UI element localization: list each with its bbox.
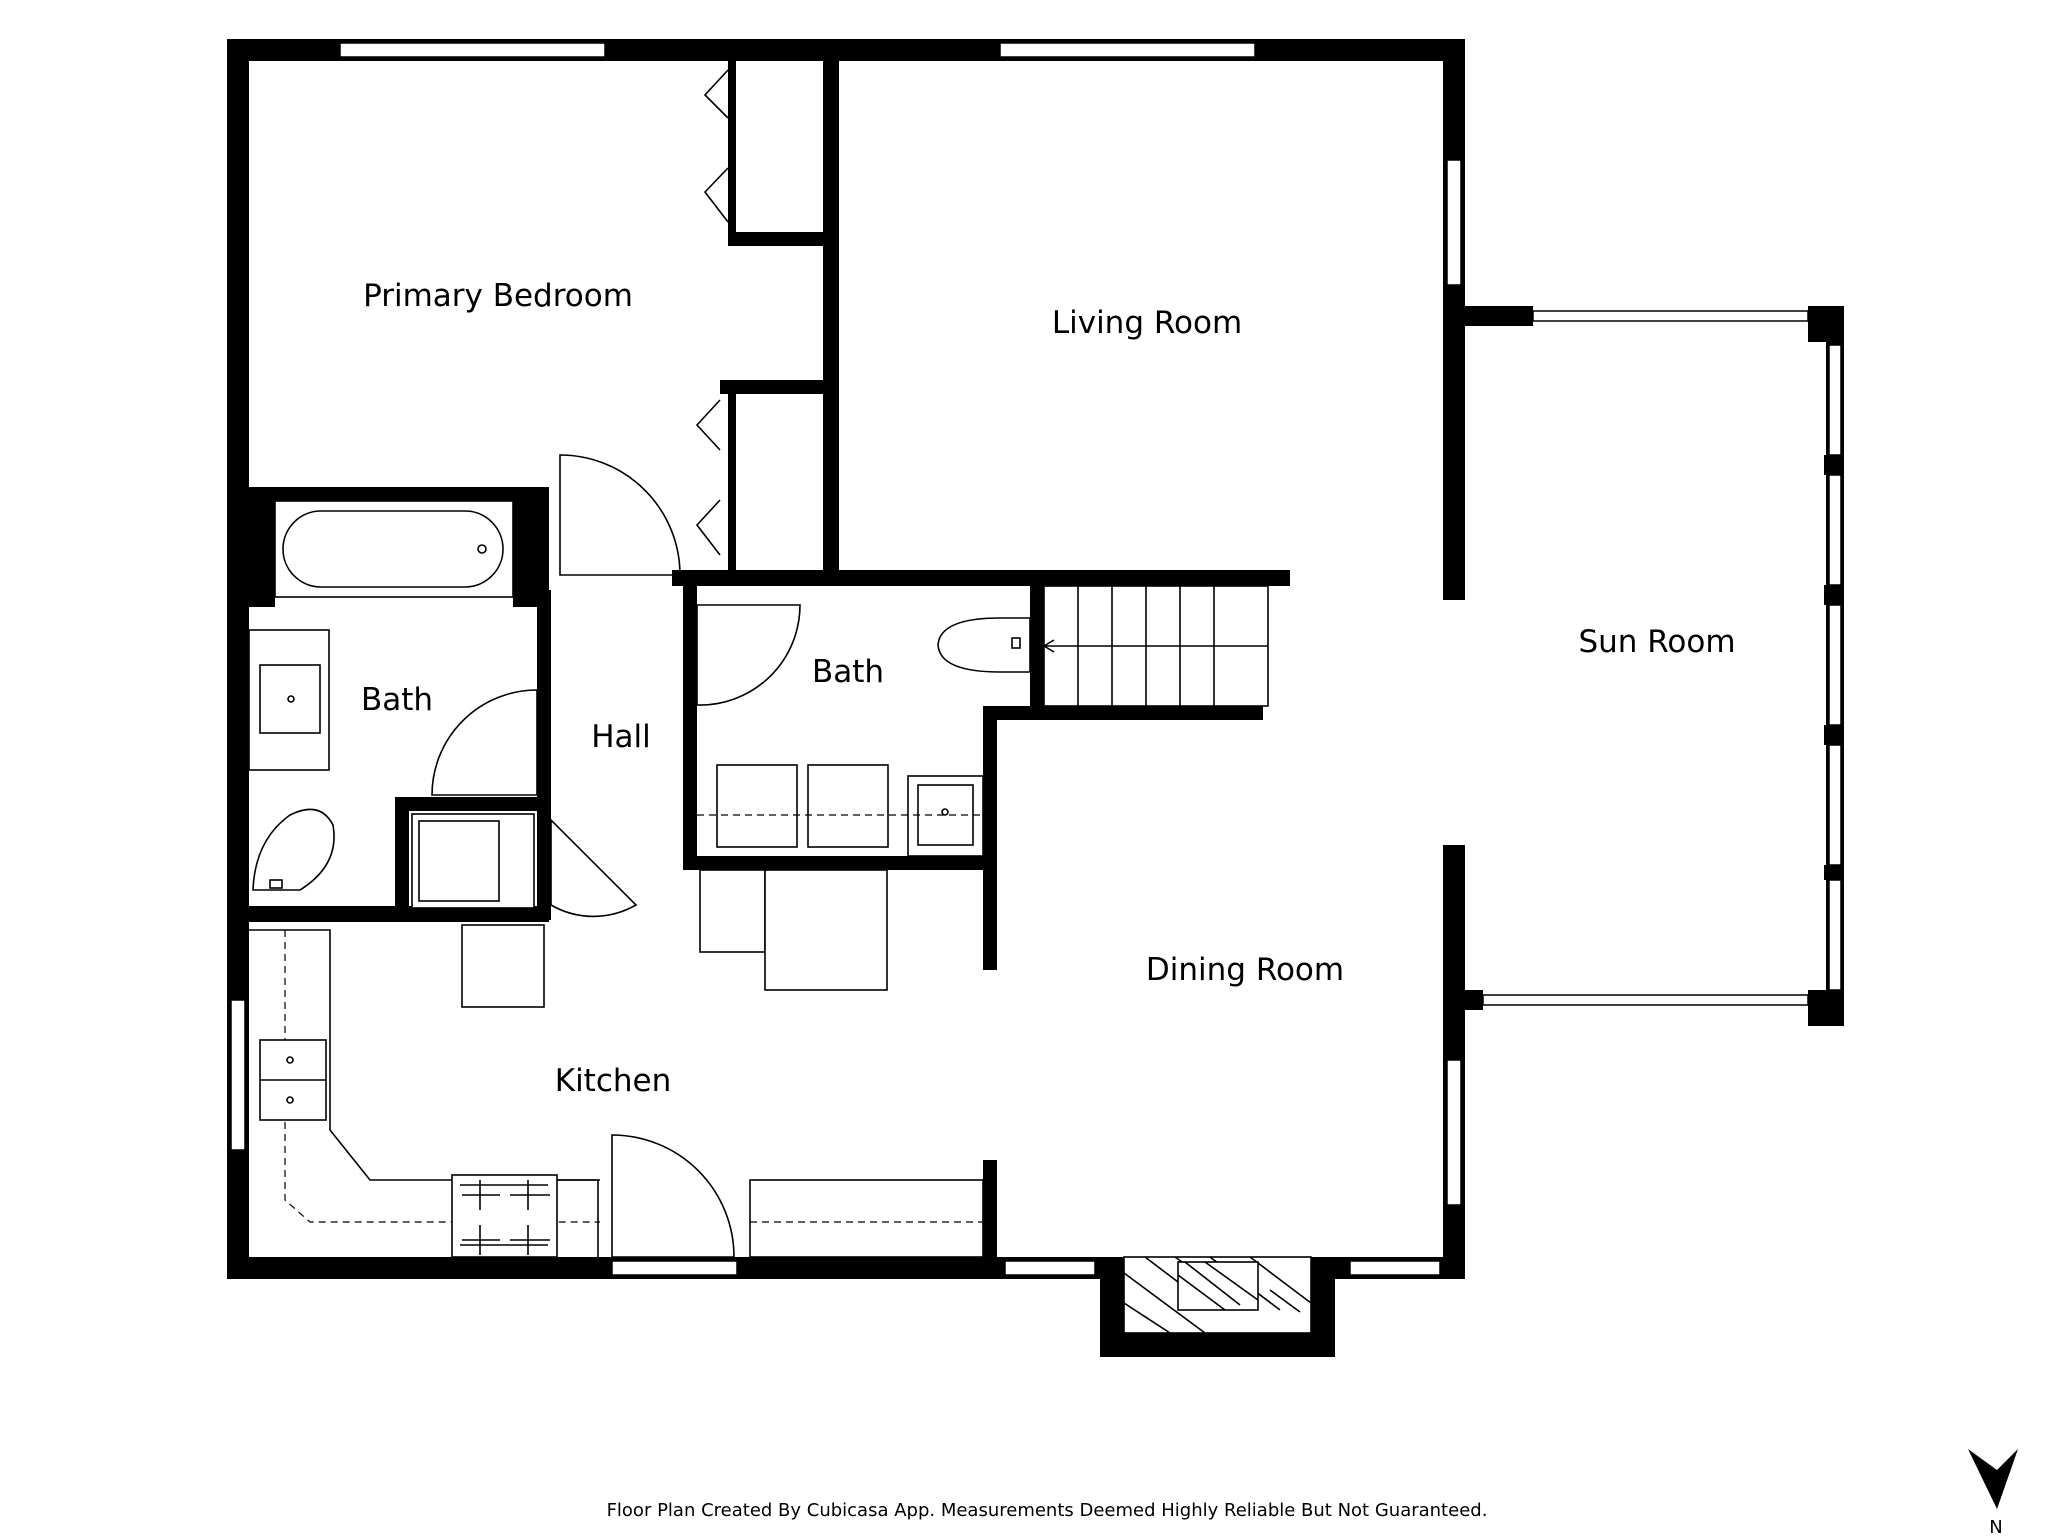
label-hall: Hall (591, 719, 651, 755)
fireplace (1100, 1256, 1335, 1357)
wall-openings (549, 570, 1465, 1160)
label-sun-room: Sun Room (1578, 624, 1735, 660)
sun-room-walls (1482, 306, 1844, 1026)
label-kitchen: Kitchen (555, 1063, 672, 1099)
label-bath-west: Bath (361, 682, 433, 718)
interior-walls (249, 58, 1533, 1260)
label-living-room: Living Room (1052, 305, 1242, 341)
north-arrow-icon (1968, 1449, 2018, 1509)
label-dining-room: Dining Room (1146, 952, 1344, 988)
label-bath-center: Bath (812, 654, 884, 690)
footer-disclaimer: Floor Plan Created By Cubicasa App. Meas… (607, 1500, 1488, 1521)
label-primary-bedroom: Primary Bedroom (363, 278, 633, 314)
fixtures (248, 500, 1031, 1258)
doors (431, 69, 801, 1258)
room-labels: Primary Bedroom Living Room Sun Room Bat… (361, 278, 1736, 1099)
staircase (1043, 585, 1269, 707)
windows (230, 42, 1462, 1276)
north-label: N (1989, 1517, 2002, 1536)
